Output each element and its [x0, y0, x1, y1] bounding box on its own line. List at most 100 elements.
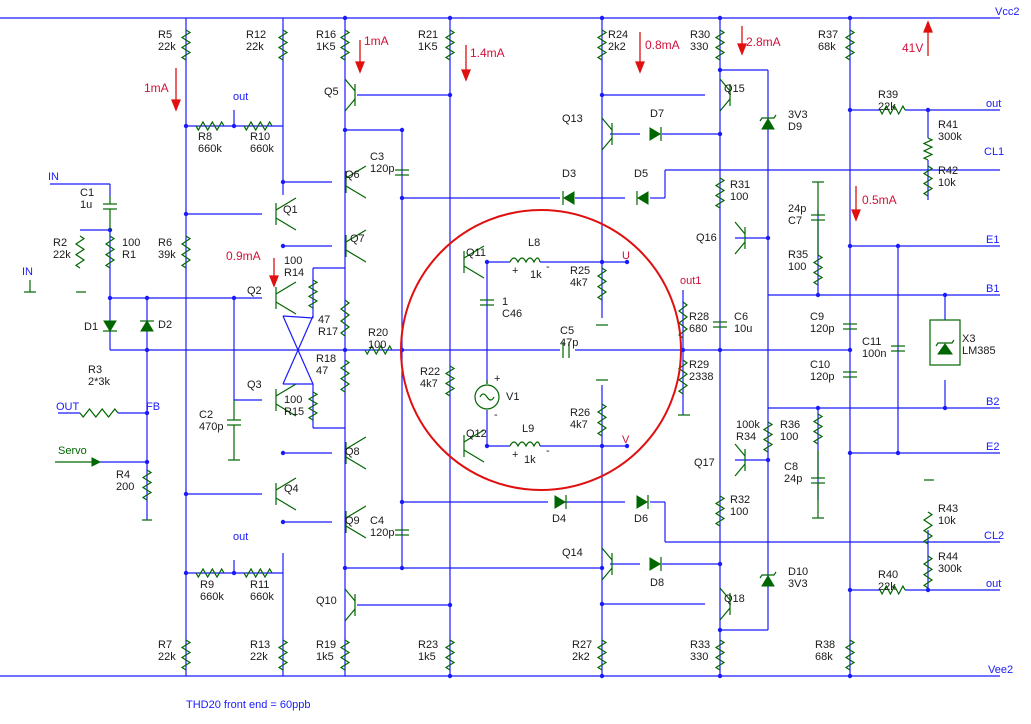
label-q18: Q18 [724, 593, 745, 605]
highlight-circle [400, 209, 682, 491]
junctions [107, 15, 948, 679]
lm385-x3 [929, 319, 961, 366]
capacitor-c1 [103, 196, 117, 230]
rails [0, 17, 1000, 677]
net-v: V [622, 434, 630, 446]
net-e1: E1 [986, 234, 999, 246]
resistor-v3 [444, 29, 456, 61]
transistor-6 [345, 229, 367, 263]
capacitor-c10 [843, 371, 857, 378]
diode-d6 [636, 495, 649, 509]
diode-d5 [636, 191, 649, 205]
resistor-v4 [596, 29, 608, 61]
capacitor-c6 [713, 321, 727, 328]
svg-text:+: + [512, 265, 518, 277]
net-u: U [622, 250, 630, 262]
diodes [103, 114, 961, 587]
transistor-14 [601, 547, 613, 581]
annotation-1-4ma: 1.4mA [470, 46, 505, 60]
inductor-l8 [509, 257, 541, 264]
transistor-10 [601, 117, 613, 151]
net-out1: out1 [680, 275, 701, 287]
net-in-2: IN [22, 266, 33, 278]
resistor-v0 [180, 29, 192, 61]
source-v1 [474, 380, 500, 410]
label-q9: Q9 [345, 515, 360, 527]
resistor-h5 [79, 408, 119, 418]
capacitor-c5 [562, 342, 570, 358]
label-q15: Q15 [724, 83, 745, 95]
resistor-v8 [104, 235, 116, 269]
label-q7: Q7 [350, 233, 365, 245]
resistor-h3 [195, 567, 225, 579]
label-q3: Q3 [247, 379, 262, 391]
capacitor-c7 [811, 181, 825, 255]
label-q17: Q17 [694, 457, 715, 469]
capacitor-c2 [227, 400, 241, 461]
label-d5: D5 [634, 168, 648, 180]
diode-d4 [554, 495, 567, 509]
transistors [275, 78, 746, 622]
resistor-h6 [879, 104, 906, 116]
resistor-v30 [277, 639, 289, 671]
resistor-v24 [922, 137, 934, 161]
net-out-2: out [233, 531, 248, 543]
label-q8: Q8 [345, 446, 360, 458]
polarity-marks: +- +- +- [494, 261, 550, 461]
label-d1: D1 [84, 321, 98, 333]
resistor-v16 [444, 365, 456, 397]
transistor-4 [275, 477, 297, 511]
label-l8: L8 [528, 237, 540, 249]
net-fb: FB [146, 401, 160, 413]
net-servo: Servo [58, 445, 87, 457]
label-q6: Q6 [345, 169, 360, 181]
net-out-left: OUT [56, 401, 80, 413]
net-out-1: out [233, 91, 248, 103]
diode-d7 [649, 127, 662, 141]
label-l9: L9 [522, 423, 534, 435]
grounds [24, 280, 934, 521]
resistor-h7 [879, 584, 906, 596]
annotation-41v: 41V [902, 41, 923, 55]
annotation-1ma: 1mA [364, 34, 389, 48]
capacitor-c11 [891, 345, 905, 352]
diode-d8 [649, 557, 662, 571]
resistor-v11 [339, 359, 351, 393]
svg-text:-: - [546, 445, 550, 457]
zener-d9 [759, 114, 777, 130]
resistor-v6 [844, 29, 856, 61]
resistor-v33 [596, 639, 608, 671]
resistor-v10 [340, 299, 350, 337]
footer-note: THD20 front end = 60ppb [186, 699, 310, 711]
net-cl1: CL1 [984, 146, 1004, 158]
net-out-right-1: out [986, 98, 1001, 110]
resistor-v35 [844, 639, 856, 671]
resistor-v19 [714, 177, 726, 209]
svg-text:+: + [494, 373, 500, 385]
net-out-right-2: out [986, 578, 1001, 590]
resistor-v15 [596, 403, 608, 437]
